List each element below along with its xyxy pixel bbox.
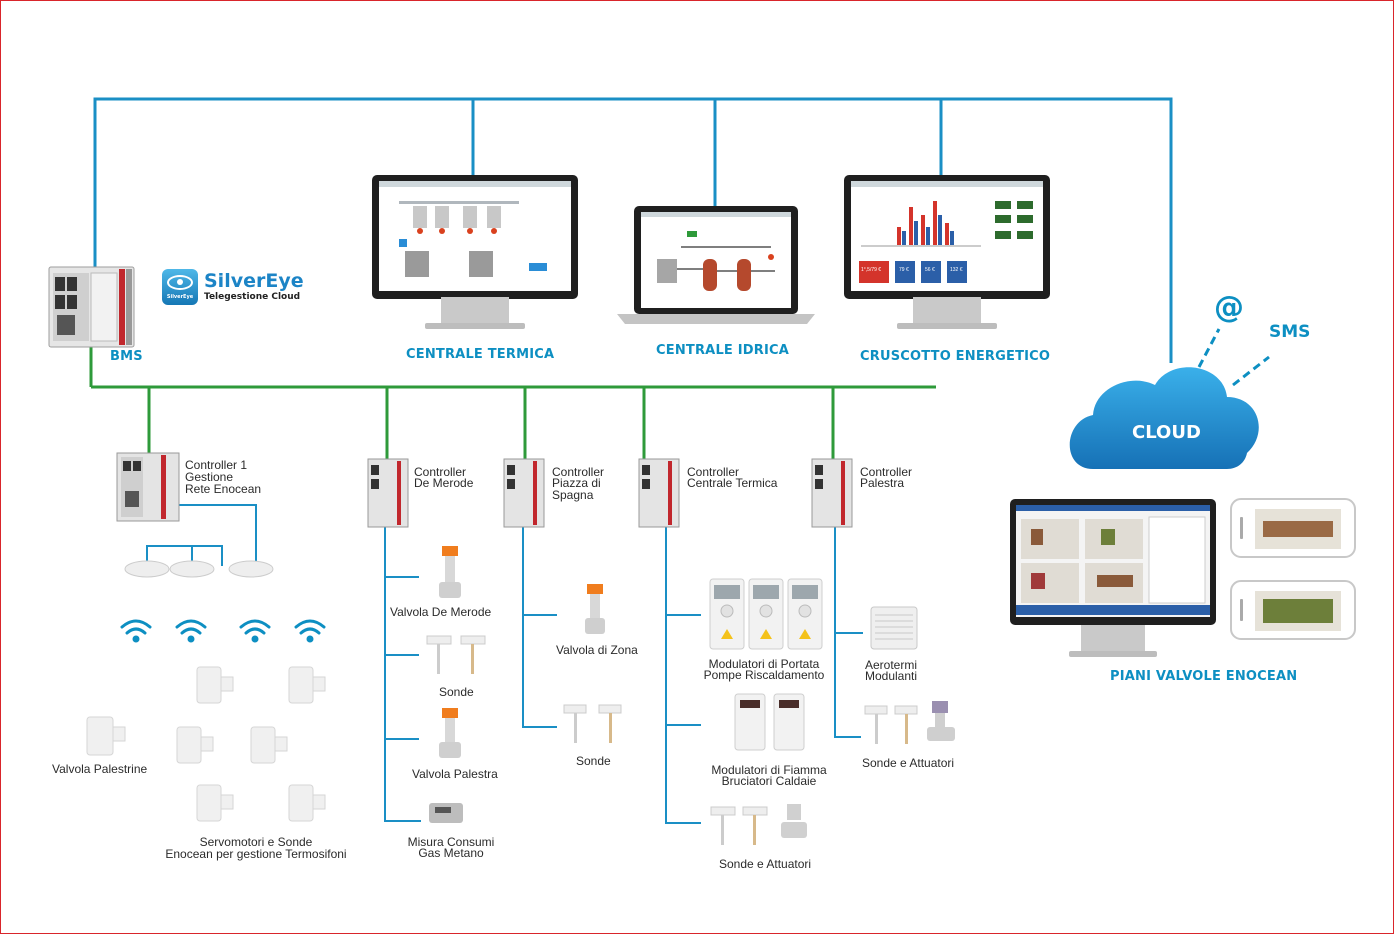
misura-consumi-label-line1: Misura Consumi xyxy=(407,835,495,849)
modulatori-fiamma-label-line1: Modulatori di Fiamma xyxy=(711,763,827,777)
enocean-receivers xyxy=(124,560,274,578)
email-at-icon: @ xyxy=(1214,290,1244,325)
valve-de-merode xyxy=(439,546,461,598)
controller-termica-label-line1: Controller xyxy=(687,465,740,479)
controller-palestra-label-line2: Palestra xyxy=(860,476,905,490)
silvereye-logo: SilverEye SilverEye Telegestione Cloud xyxy=(162,269,304,305)
monitor-piani-valvole xyxy=(1010,499,1216,657)
modulatori-fiamma-label-line2: Bruciatori Caldaie xyxy=(721,774,817,788)
centrale-termica-heading: CENTRALE TERMICA xyxy=(406,347,555,362)
enocean-valve-heads xyxy=(86,666,326,822)
aerotermi-label-line1: Aerotermi xyxy=(864,658,917,672)
sonde-attuatori-termica-label: Sonde e Attuatori xyxy=(719,857,812,871)
sonde-merode-label: Sonde xyxy=(439,685,474,699)
wifi-icons xyxy=(120,619,326,643)
valve-di-zona xyxy=(585,584,605,634)
monitor-centrale-termica xyxy=(372,175,578,329)
valvola-di-zona-label: Valvola di Zona xyxy=(556,643,638,657)
controller-merode-label-line2: De Merode xyxy=(414,476,474,490)
controller-centrale-termica-device xyxy=(638,458,680,528)
controller-palestra-device xyxy=(811,458,853,528)
controller-spagna-label-line3: Spagna xyxy=(552,488,594,502)
brand-tagline: Telegestione Cloud xyxy=(204,292,301,302)
phone-2 xyxy=(1230,580,1356,640)
cloud-shape xyxy=(1069,328,1270,469)
field-bus xyxy=(89,347,936,459)
modulatori-portata-label-line2: Pompe Riscaldamento xyxy=(703,668,825,682)
cruscotto-heading: CRUSCOTTO ENERGETICO xyxy=(860,349,1051,364)
gas-meter xyxy=(429,803,463,823)
valvola-palestra-label: Valvola Palestra xyxy=(412,767,498,781)
centrale-idrica-heading: CENTRALE IDRICA xyxy=(656,343,790,358)
dashboard-value-3: 56 € xyxy=(925,267,935,273)
sms-label: SMS xyxy=(1269,322,1311,342)
device-branches xyxy=(146,504,863,824)
controller-1-label-line2: Gestione xyxy=(185,470,234,484)
controller-palestra-label-line1: Controller xyxy=(860,465,913,479)
sonde-attuatori-palestra-label: Sonde e Attuatori xyxy=(862,756,955,770)
brand-name: SilverEye xyxy=(204,270,304,292)
aerotermi-label-line2: Modulanti xyxy=(864,669,918,683)
controller-termica-label-line2: Centrale Termica xyxy=(687,476,778,490)
pump-modulators xyxy=(709,578,823,650)
bms-controller xyxy=(48,266,135,348)
unit-heater xyxy=(870,606,918,650)
controller-de-merode-device xyxy=(367,458,409,528)
controller-1-label-line3: Rete Enocean xyxy=(185,482,262,496)
controller-spagna-label-line1: Controller xyxy=(552,465,605,479)
controller-piazza-di-spagna-device xyxy=(503,458,545,528)
misura-consumi-label-line2: Gas Metano xyxy=(418,846,484,860)
controller-spagna-label-line2: Piazza di xyxy=(552,476,601,490)
valvola-palestrine-label: Valvola Palestrine xyxy=(52,762,148,776)
controller-1-device xyxy=(116,452,180,522)
modulatori-portata-label-line1: Modulatori di Portata xyxy=(708,657,820,671)
valvola-de-merode-label: Valvola De Merode xyxy=(390,605,492,619)
dashboard-value-4: 132 € xyxy=(950,267,963,273)
valve-palestra xyxy=(439,708,461,758)
phone-1 xyxy=(1230,498,1356,558)
sonde-spagna-label: Sonde xyxy=(576,754,611,768)
logo-tag: SilverEye xyxy=(166,293,194,300)
controller-1-label-line1: Controller 1 xyxy=(185,458,248,472)
controller-merode-label-line1: Controller xyxy=(414,465,467,479)
monitor-cruscotto-energetico xyxy=(844,175,1050,329)
dashboard-value-2: 79 € xyxy=(899,267,909,273)
flame-modulators xyxy=(734,693,805,751)
dashboard-value-1: 1°,5/79 € xyxy=(861,267,882,273)
laptop-centrale-idrica xyxy=(617,206,815,324)
ethernet-network xyxy=(93,97,1173,363)
probes xyxy=(426,635,918,845)
servomotori-label-line2: Enocean per gestione Termosifoni xyxy=(165,847,347,861)
cloud-label: CLOUD xyxy=(1132,422,1201,443)
servomotori-label-line1: Servomotori e Sonde xyxy=(199,835,313,849)
eye-icon: SilverEye xyxy=(162,269,198,305)
piani-valvole-heading: PIANI VALVOLE ENOCEAN xyxy=(1110,669,1298,684)
bms-heading: BMS xyxy=(110,349,143,364)
actuators xyxy=(781,701,955,838)
